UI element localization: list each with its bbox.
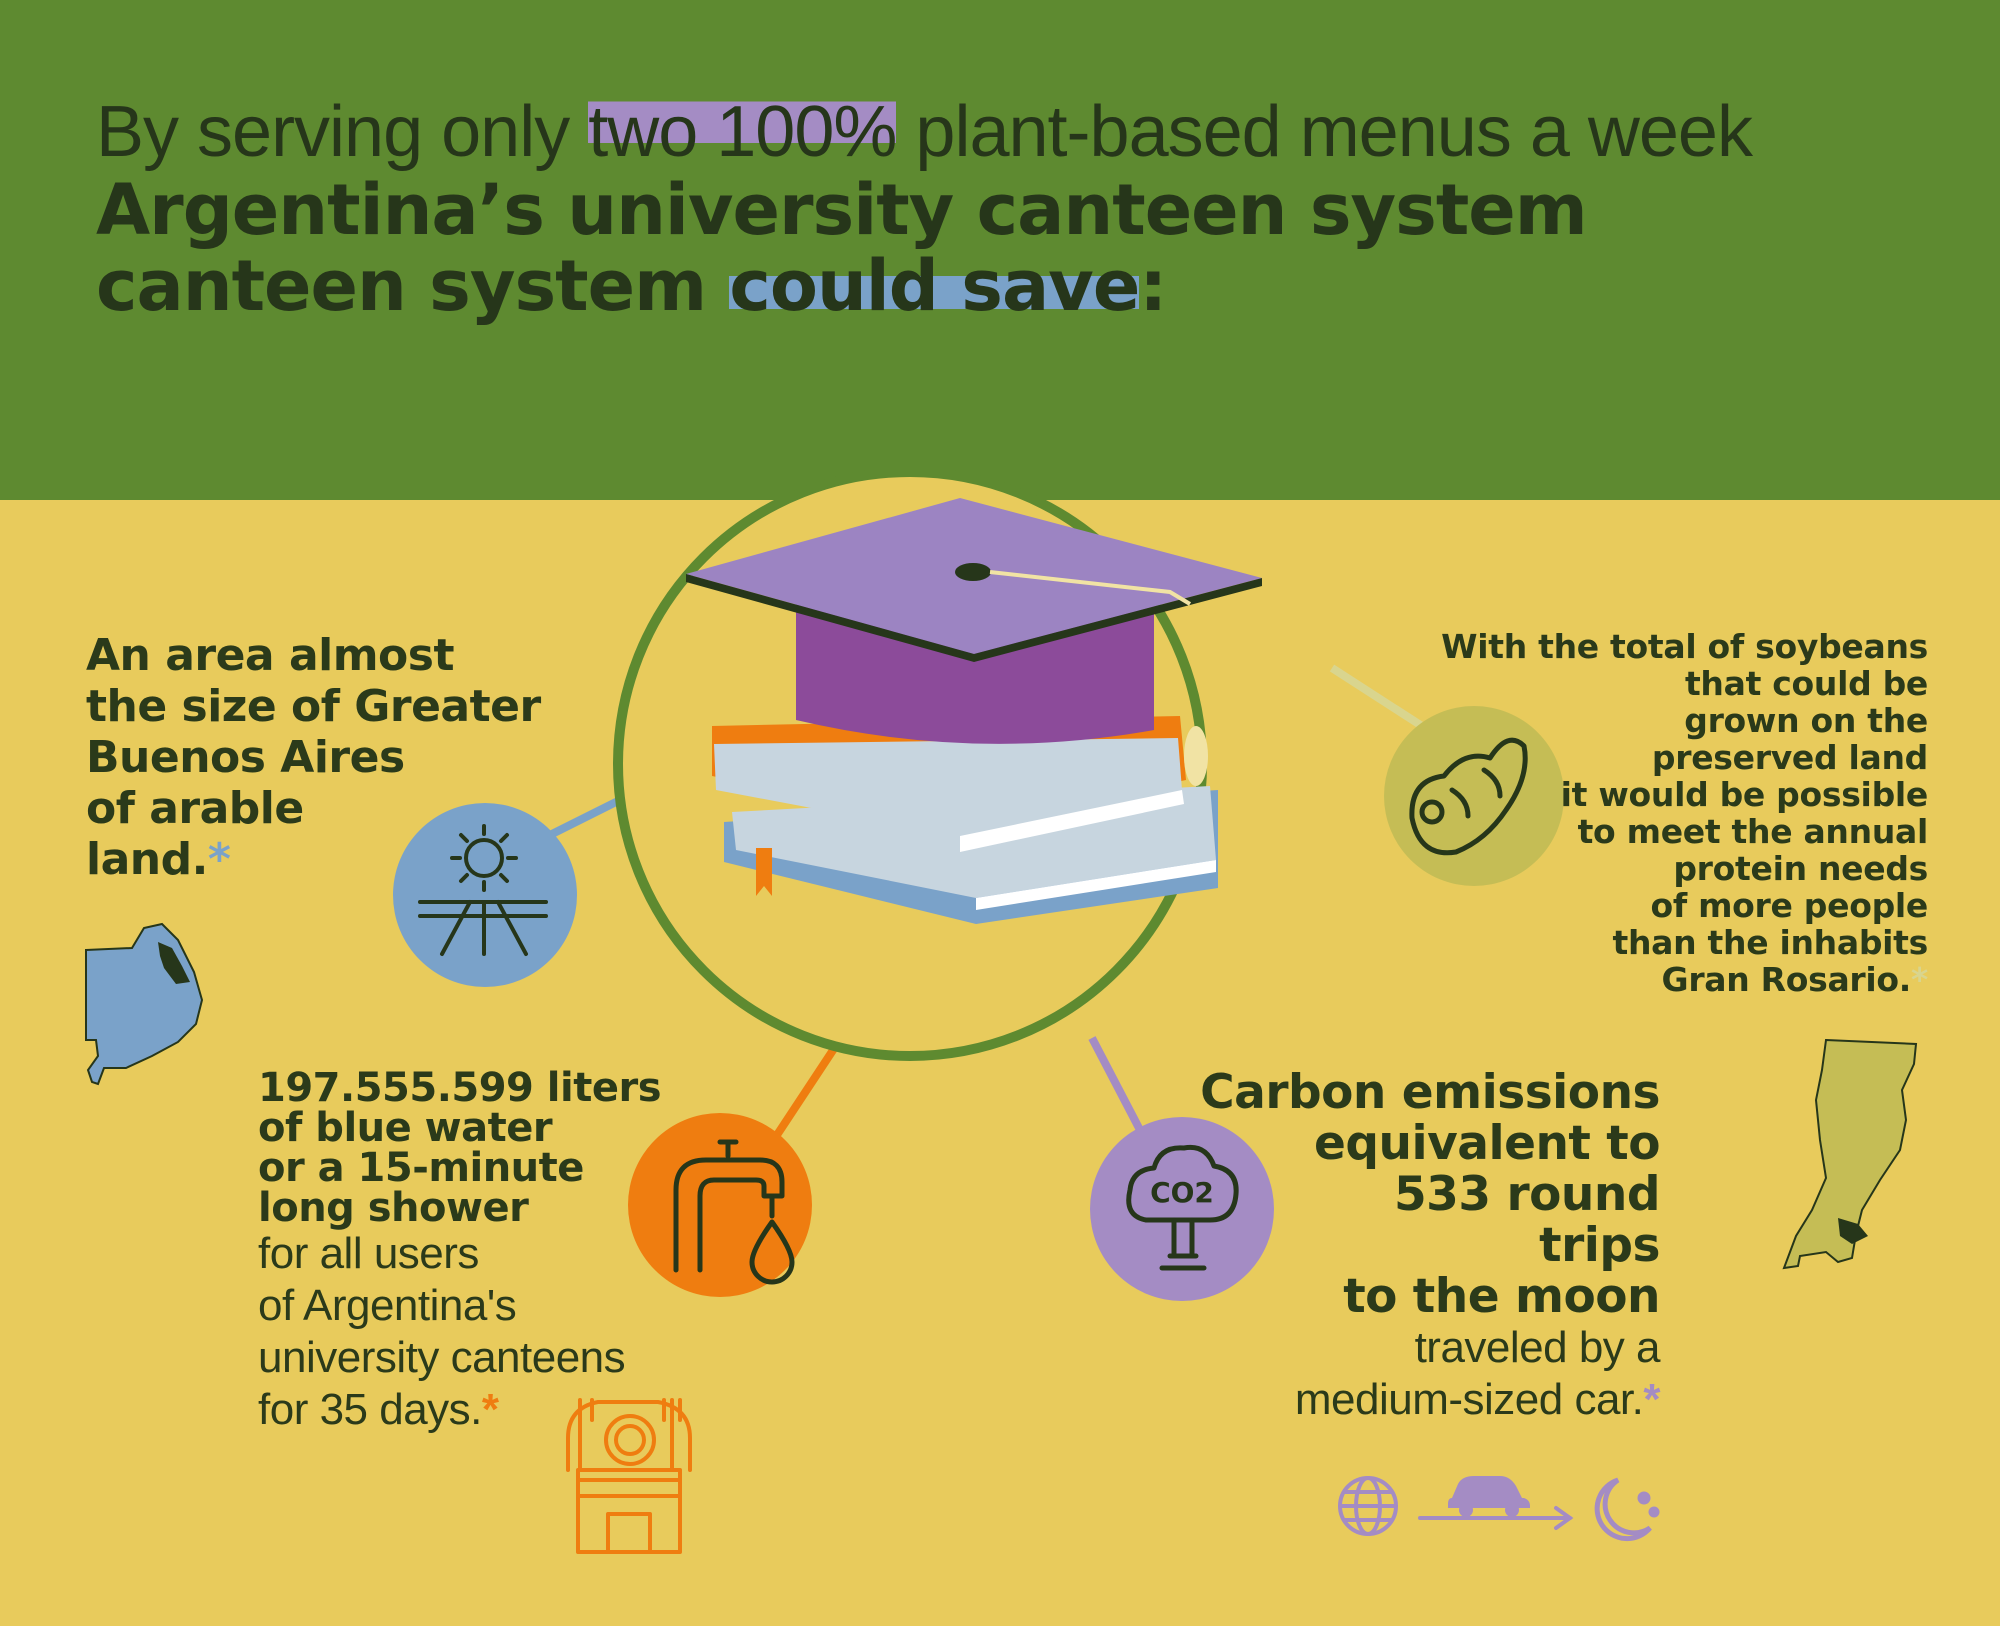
canteen-store-icon	[566, 1398, 692, 1554]
buenos-aires-province-map-icon	[85, 922, 204, 1086]
water-savings-text: 197.555.599 liters of blue water or a 15…	[258, 1065, 662, 1434]
highlight-could-save: could save	[729, 245, 1140, 327]
carbon-savings-text: Carbon emissions equivalent to 533 round…	[1200, 1065, 1660, 1424]
santa-fe-province-map-icon	[1782, 1038, 1918, 1270]
land-asterisk: *	[207, 834, 231, 885]
soy-asterisk: *	[1911, 960, 1928, 999]
connector-soy	[1329, 664, 1428, 732]
graduation-cap-books-icon	[686, 498, 1262, 924]
car-icon	[1448, 1476, 1530, 1517]
highlight-two-menus: two 100%	[588, 92, 897, 172]
connector-water	[771, 1032, 847, 1141]
headline-line-2: Argentina’s university canteen system	[96, 169, 1588, 251]
sun-field-icon	[393, 803, 577, 987]
arrow-right-icon	[1418, 1506, 1574, 1530]
faucet-drop-icon	[628, 1113, 812, 1297]
soybean-pod-icon	[1384, 706, 1564, 886]
co2-cloud-icon: CO2	[1090, 1117, 1274, 1301]
connector-carbon	[1088, 1036, 1144, 1132]
co2-label: CO2	[1150, 1176, 1214, 1209]
soy-savings-text: With the total of soybeans that could be…	[1441, 627, 1928, 999]
moon-icon	[1594, 1477, 1660, 1542]
water-asterisk: *	[481, 1385, 499, 1434]
globe-icon	[1338, 1476, 1398, 1536]
headline-line-3: canteen system could save:	[96, 245, 1167, 327]
carbon-asterisk: *	[1643, 1375, 1660, 1424]
land-savings-text: An area almost the size of Greater Bueno…	[86, 630, 541, 885]
headline-line-1: By serving only two 100% plant-based men…	[96, 92, 1753, 172]
headline: By serving only two 100% plant-based men…	[96, 92, 1796, 327]
